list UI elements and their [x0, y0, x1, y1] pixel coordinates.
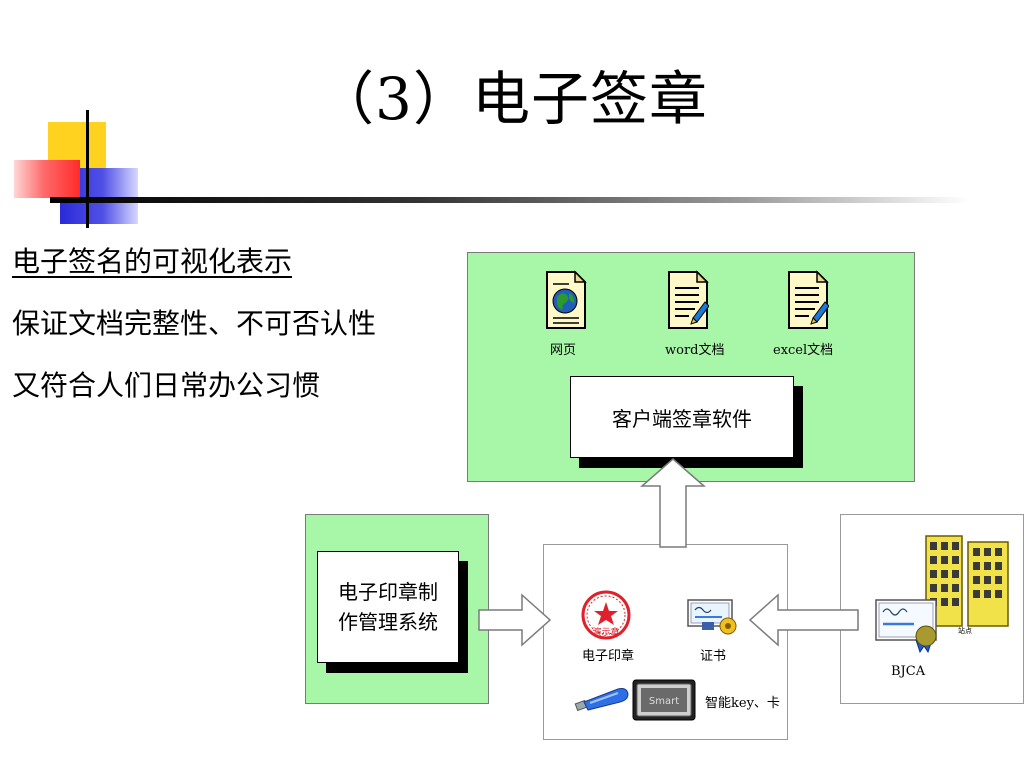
bullet-3: 又符合人们日常办公习惯 — [12, 369, 321, 402]
up-arrow — [640, 458, 706, 548]
web-page-label: 网页 — [550, 343, 577, 358]
slide-title: （3）电子签章 — [316, 65, 708, 133]
client-signing-software-label: 客户端签章软件 — [612, 406, 752, 431]
seal-management-system-line1: 电子印章制 — [338, 580, 438, 604]
client-signing-software-box: 客户端签章软件 — [570, 376, 794, 458]
decor-vertical-line — [86, 110, 89, 228]
smart-card-text: Smart — [649, 696, 679, 707]
electronic-seal-label: 电子印章 — [582, 649, 635, 664]
decor-horizontal-rule — [50, 197, 970, 203]
certificate-icon — [687, 599, 737, 635]
web-page-icon — [546, 270, 587, 329]
bullet-1: 电子签名的可视化表示 — [12, 245, 293, 278]
ca-certificate-icon — [875, 599, 937, 654]
electronic-seal-icon: 演示章 — [581, 590, 631, 640]
bullet-2: 保证文档完整性、不可否认性 — [12, 307, 377, 340]
smart-key-card-label: 智能key、卡 — [705, 696, 780, 711]
excel-document-label: excel文档 — [773, 343, 834, 358]
seal-stamp-text: 演示章 — [592, 626, 619, 638]
word-document-icon — [668, 270, 709, 329]
smart-card-icon: Smart — [632, 679, 696, 721]
right-arrow-from-seal-system — [478, 593, 552, 647]
left-arrow-from-ca — [748, 593, 859, 647]
word-document-label: word文档 — [665, 343, 725, 358]
excel-document-icon — [788, 270, 829, 329]
certificate-label: 证书 — [700, 649, 727, 664]
seal-management-system-line2: 作管理系统 — [338, 610, 438, 634]
decor-red-bar — [14, 160, 80, 198]
seal-management-system-box: 电子印章制 作管理系统 — [317, 551, 459, 663]
building-caption: 站点 — [958, 627, 972, 635]
usb-key-icon — [574, 688, 629, 712]
bjca-label: BJCA — [891, 664, 926, 679]
